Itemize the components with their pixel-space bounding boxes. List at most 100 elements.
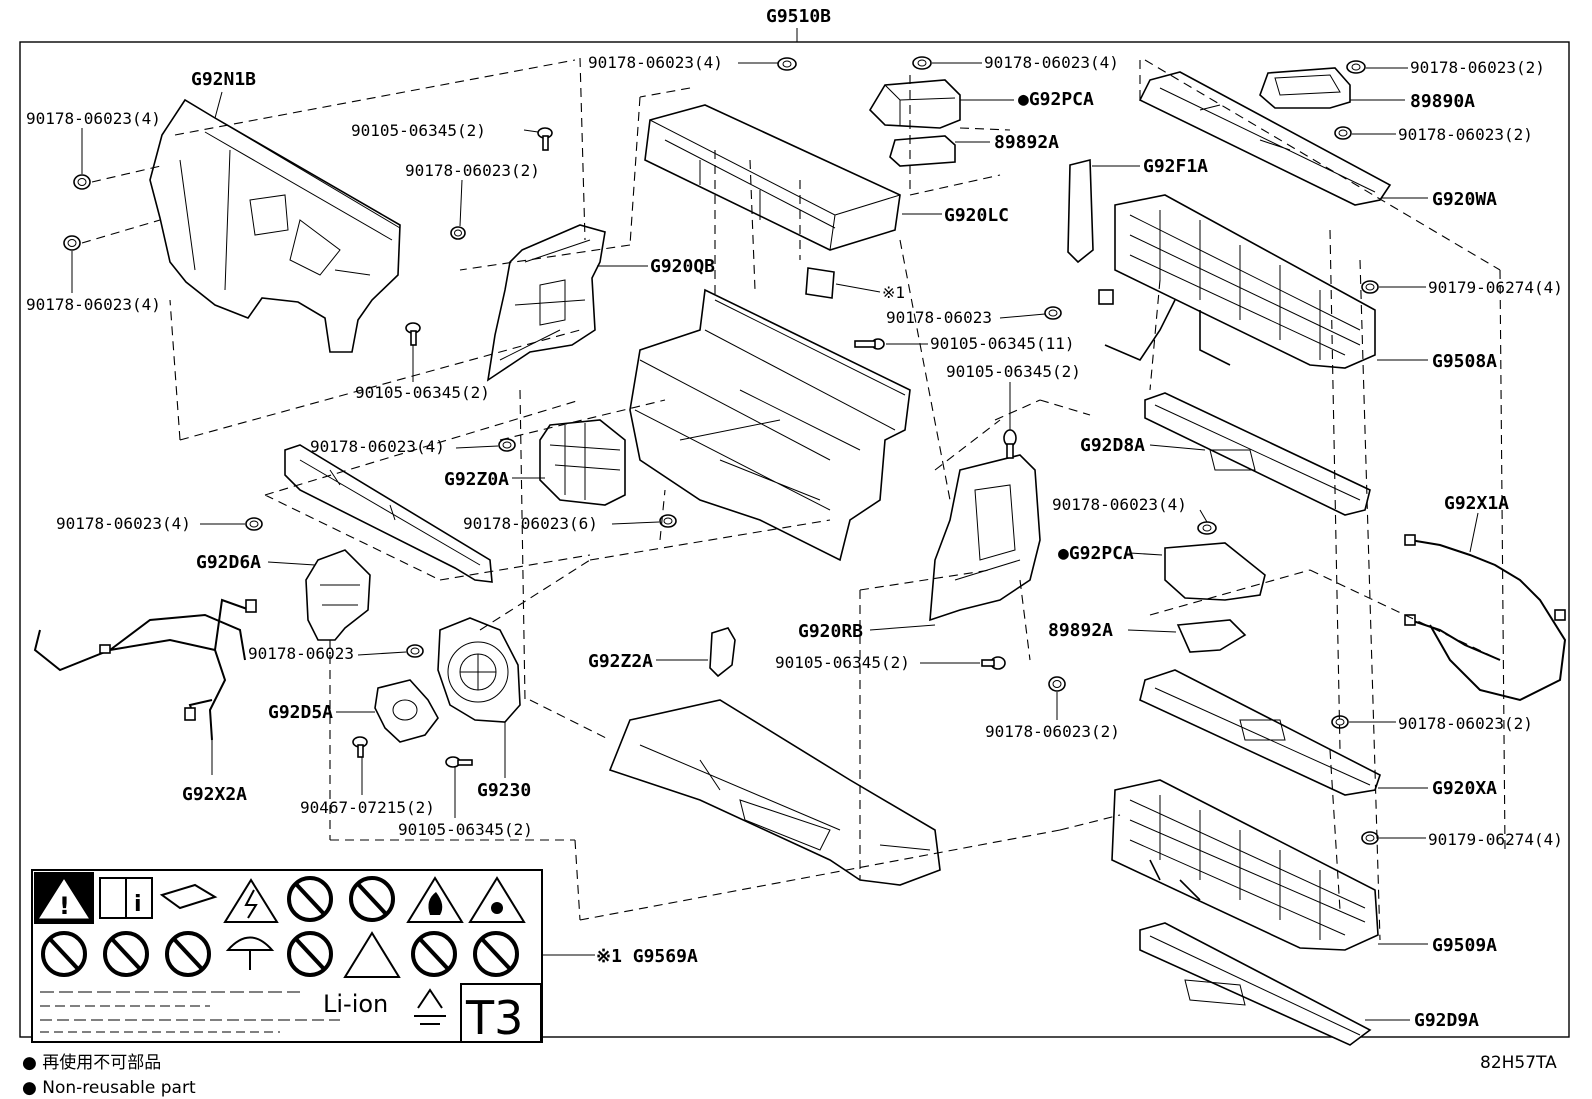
fastener-label: 90178-06023 bbox=[886, 308, 992, 327]
part-89892a-top bbox=[889, 135, 956, 167]
label-g92d6a: G92D6A bbox=[196, 552, 261, 573]
label-g9230: G9230 bbox=[477, 780, 531, 801]
svg-text:i: i bbox=[134, 892, 142, 917]
part-g92f1a bbox=[1067, 158, 1094, 264]
part-g92d8a bbox=[1144, 392, 1371, 516]
no-crush-icon bbox=[287, 931, 333, 977]
label-g92z0a: G92Z0A bbox=[444, 469, 509, 490]
part-89890a bbox=[1259, 67, 1351, 109]
part-g92z2a bbox=[709, 627, 736, 678]
fastener-label: 90178-06023(4) bbox=[588, 53, 723, 72]
nut-icon bbox=[450, 226, 466, 240]
fastener-label: 90178-06023(2) bbox=[1398, 125, 1533, 144]
label-g92z2a: G92Z2A bbox=[588, 651, 653, 672]
bolt-icon bbox=[537, 127, 553, 151]
label-g92f1a: G92F1A bbox=[1143, 156, 1208, 177]
nut-icon bbox=[63, 235, 81, 251]
part-g92d9a bbox=[1139, 922, 1372, 1046]
fastener-label: 90467-07215(2) bbox=[300, 798, 435, 817]
no-disassemble-icon bbox=[103, 931, 149, 977]
label-g9509a: G9509A bbox=[1432, 935, 1497, 956]
part-g92pca-top bbox=[868, 79, 961, 129]
bolt-icon bbox=[981, 656, 1006, 670]
nut-icon bbox=[1361, 831, 1379, 845]
label-89890a: 89890A bbox=[1410, 91, 1475, 112]
label-g92pca-mid: ●G92PCA bbox=[1058, 543, 1134, 564]
part-g92x1a bbox=[1404, 534, 1567, 702]
label-g920xa: G920XA bbox=[1432, 778, 1497, 799]
no-children-icon bbox=[41, 931, 87, 977]
label-g92d8a: G92D8A bbox=[1080, 435, 1145, 456]
fastener-label: 90179-06274(4) bbox=[1428, 830, 1563, 849]
no-open-icon bbox=[165, 931, 211, 977]
label-89892a-mid: 89892A bbox=[1048, 620, 1113, 641]
no-recharge-icon bbox=[411, 931, 457, 977]
part-g9509a bbox=[1111, 779, 1379, 951]
keep-dry-icon bbox=[225, 936, 275, 970]
assembly-label: G9510B bbox=[766, 6, 831, 27]
high-voltage-icon bbox=[223, 878, 279, 923]
no-touch-icon bbox=[287, 876, 333, 922]
no-short-icon bbox=[473, 931, 519, 977]
nut-icon bbox=[1334, 126, 1352, 140]
fastener-label: 90105-06345(2) bbox=[398, 820, 533, 839]
label-89892a-top: 89892A bbox=[994, 132, 1059, 153]
fastener-label: 90178-06023(4) bbox=[56, 514, 191, 533]
part-g92x2a bbox=[33, 598, 257, 741]
bolt-icon bbox=[1003, 429, 1017, 459]
nut-icon bbox=[912, 56, 932, 70]
ref-mark: ※1 bbox=[882, 283, 905, 302]
nut-icon bbox=[777, 57, 797, 71]
nut-icon bbox=[406, 644, 424, 658]
nut-icon bbox=[73, 174, 91, 190]
nut-icon bbox=[1048, 676, 1066, 692]
fastener-label: 90178-06023(2) bbox=[1398, 714, 1533, 733]
warning-mark: ! bbox=[59, 892, 70, 920]
nut-icon bbox=[1044, 306, 1062, 320]
corrosive-icon bbox=[343, 931, 401, 978]
part-g92d5a bbox=[374, 679, 439, 743]
label-g92x2a: G92X2A bbox=[182, 784, 247, 805]
label-g920qb: G920QB bbox=[650, 256, 715, 277]
part-g920qb bbox=[486, 224, 606, 382]
nut-icon bbox=[1346, 60, 1366, 74]
nut-icon bbox=[1197, 521, 1217, 535]
fastener-label: 90178-06023(4) bbox=[984, 53, 1119, 72]
fastener-label: 90179-06274(4) bbox=[1428, 278, 1563, 297]
fastener-label: 90178-06023(2) bbox=[985, 722, 1120, 741]
nut-icon bbox=[1361, 280, 1379, 294]
fastener-label: 90105-06345(2) bbox=[775, 653, 910, 672]
class-code: T3 bbox=[465, 991, 523, 1045]
chemistry-text: Li-ion bbox=[323, 990, 388, 1018]
label-plate-icon bbox=[805, 267, 835, 299]
label-g920wa: G920WA bbox=[1432, 189, 1497, 210]
part-g92d6a bbox=[305, 549, 371, 641]
explosive-icon bbox=[468, 876, 526, 923]
diagram-code: 82H57TA bbox=[1480, 1053, 1557, 1073]
recycle-icon bbox=[414, 988, 446, 1025]
fastener-label: 90178-06023(2) bbox=[1410, 58, 1545, 77]
document-icon bbox=[159, 883, 218, 910]
part-g92z0a bbox=[539, 419, 626, 506]
label-g92x1a: G92X1A bbox=[1444, 493, 1509, 514]
diagram-frame bbox=[19, 41, 1570, 1038]
fastener-label: 90178-06023 bbox=[248, 644, 354, 663]
label-g9508a: G9508A bbox=[1432, 351, 1497, 372]
screw-icon bbox=[352, 736, 368, 758]
fastener-label: 90178-06023(6) bbox=[463, 514, 598, 533]
nut-icon bbox=[659, 514, 677, 528]
bolt-icon bbox=[445, 756, 473, 768]
no-fire-icon bbox=[349, 876, 395, 922]
nut-icon bbox=[498, 438, 516, 452]
part-g92pca-mid bbox=[1164, 542, 1266, 601]
fastener-label: 90105-06345(2) bbox=[351, 121, 486, 140]
part-g920rb bbox=[929, 454, 1041, 622]
bolt-icon bbox=[405, 322, 421, 346]
fastener-label: 90105-06345(2) bbox=[946, 362, 1081, 381]
label-g920rb: G920RB bbox=[798, 621, 863, 642]
fastener-label: 90178-06023(2) bbox=[405, 161, 540, 180]
warning-label-panel: ! i Li-ion T3 bbox=[31, 869, 543, 1045]
fastener-label: 90178-06023(4) bbox=[26, 295, 161, 314]
part-g9230 bbox=[437, 617, 521, 723]
